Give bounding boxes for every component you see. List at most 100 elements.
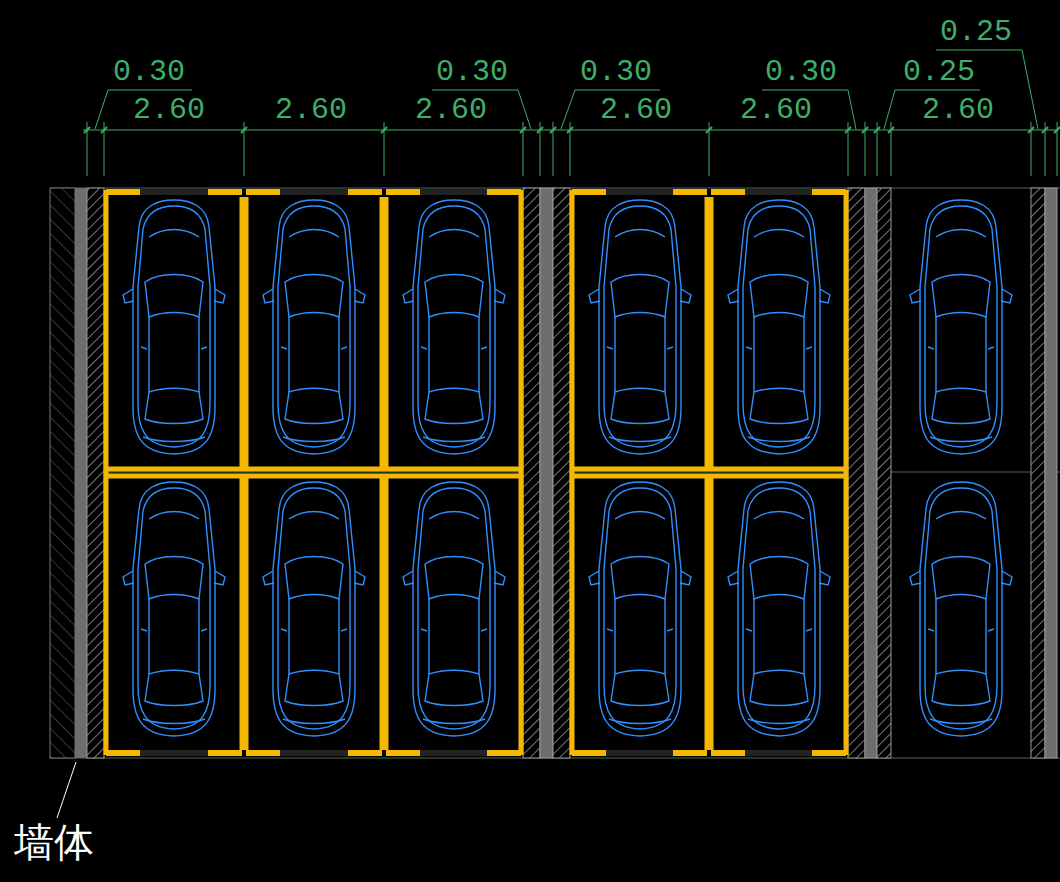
bay-mark — [246, 189, 280, 195]
drawing-stroke — [570, 190, 575, 755]
car-symbol — [910, 200, 1012, 454]
dim-tick — [101, 127, 107, 133]
car-symbol — [910, 482, 1012, 736]
drawing-stroke — [106, 474, 521, 479]
dimension-text: 2.60 — [415, 95, 487, 125]
bay-mark — [711, 750, 745, 756]
dimension-text: 2.60 — [133, 95, 205, 125]
dimension-text: 0.30 — [580, 57, 652, 87]
bay-mark — [812, 750, 846, 756]
dim-tick — [1042, 127, 1048, 133]
drawing-stroke — [106, 467, 521, 472]
drawing-stroke — [50, 188, 1060, 758]
drawing-stroke — [87, 188, 1057, 758]
car-symbol — [263, 200, 365, 454]
bay-mark — [572, 189, 606, 195]
dim-tick — [520, 127, 526, 133]
drawing-stroke — [95, 50, 1038, 129]
drawing-stroke — [540, 188, 553, 758]
drawing-stroke — [57, 762, 76, 818]
bay-mark — [348, 750, 382, 756]
bay-mark — [208, 750, 242, 756]
drawing-stroke — [83, 122, 1060, 176]
bay-gap — [745, 189, 812, 195]
bay-gap — [280, 750, 348, 756]
drawing-stroke — [75, 188, 87, 758]
bay-mark — [812, 189, 846, 195]
car-symbol — [403, 482, 505, 736]
bay-gap — [745, 750, 812, 756]
dim-tick — [381, 127, 387, 133]
drawing-stroke — [123, 200, 1012, 736]
wall-label: 墙体 — [14, 822, 94, 862]
drawing-stroke — [553, 188, 570, 758]
dim-tick — [1028, 127, 1034, 133]
bay-gap — [420, 750, 487, 756]
drawing-stroke — [877, 188, 891, 758]
bay-mark — [711, 189, 745, 195]
drawing-stroke — [106, 192, 846, 753]
dimension-text: 2.60 — [275, 95, 347, 125]
bay-mark — [572, 750, 606, 756]
dimension-text: 0.30 — [113, 57, 185, 87]
dimension-text: 0.30 — [765, 57, 837, 87]
dim-tick — [537, 127, 543, 133]
bay-gap — [280, 189, 348, 195]
dim-tick — [874, 127, 880, 133]
car-symbol — [589, 482, 691, 736]
dimension-text: 2.60 — [922, 95, 994, 125]
drawing-stroke — [384, 197, 389, 468]
drawing-stroke — [244, 197, 249, 468]
dim-tick — [862, 127, 868, 133]
dim-tick — [550, 127, 556, 133]
drawing-stroke — [523, 188, 540, 758]
dim-tick — [1054, 127, 1060, 133]
drawing-stroke — [572, 467, 846, 472]
drawing-stroke — [104, 190, 109, 755]
car-symbol — [403, 200, 505, 454]
bay-mark — [487, 750, 521, 756]
car-symbol — [728, 200, 830, 454]
drawing-stroke — [519, 190, 524, 755]
dim-tick — [84, 127, 90, 133]
drawing-stroke — [106, 190, 846, 755]
dimension-text: 2.60 — [600, 95, 672, 125]
car-symbol — [123, 482, 225, 736]
drawing-stroke — [244, 476, 249, 750]
dimension-text: 0.25 — [903, 57, 975, 87]
bay-mark — [673, 189, 707, 195]
bay-mark — [106, 750, 140, 756]
dimension-text: 2.60 — [740, 95, 812, 125]
dim-tick — [845, 127, 851, 133]
drawing-stroke — [572, 474, 846, 479]
bay-mark — [106, 189, 140, 195]
car-symbol — [263, 482, 365, 736]
drawing-stroke — [865, 188, 877, 758]
car-symbol — [123, 200, 225, 454]
bay-mark — [348, 189, 382, 195]
drawing-stroke — [709, 197, 714, 468]
bay-gap — [140, 750, 208, 756]
bay-gap — [606, 750, 673, 756]
bay-gap — [140, 189, 208, 195]
bay-mark — [208, 189, 242, 195]
dim-tick — [567, 127, 573, 133]
drawing-stroke — [50, 188, 75, 758]
drawing-stroke — [384, 476, 389, 750]
dimension-text: 0.30 — [436, 57, 508, 87]
dim-tick — [888, 127, 894, 133]
drawing-stroke — [87, 188, 104, 758]
car-symbol — [728, 482, 830, 736]
bay-gap — [606, 189, 673, 195]
bay-mark — [673, 750, 707, 756]
bay-mark — [487, 189, 521, 195]
bay-mark — [386, 189, 420, 195]
bay-mark — [246, 750, 280, 756]
bay-mark — [386, 750, 420, 756]
bay-gap — [420, 189, 487, 195]
drawing-stroke — [848, 188, 865, 758]
car-symbol — [589, 200, 691, 454]
dim-tick — [706, 127, 712, 133]
drawing-stroke — [1045, 188, 1057, 758]
